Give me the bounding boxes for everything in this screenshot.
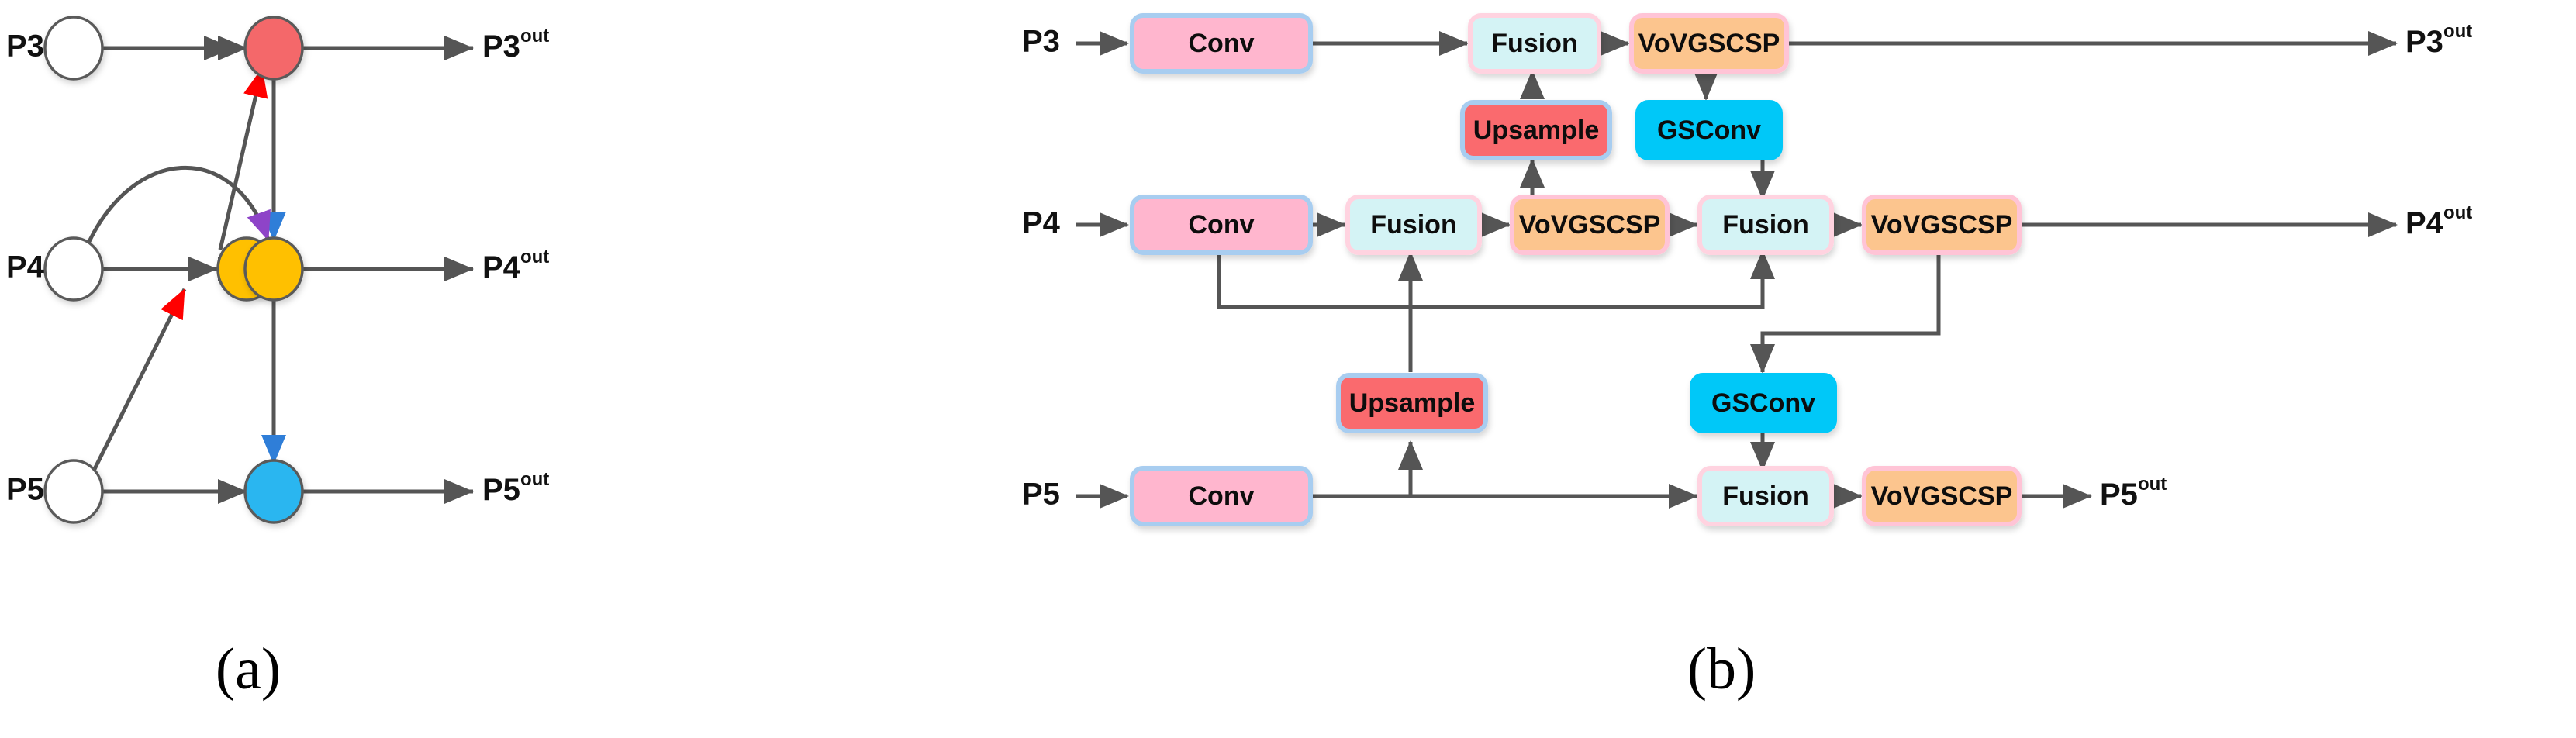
node-p3-output[interactable] xyxy=(243,16,304,81)
block-gsconv-upper-label: GSConv xyxy=(1657,116,1761,145)
label-b-p5-output-sup: out xyxy=(2138,474,2167,495)
block-p4-conv-label: Conv xyxy=(1189,210,1255,240)
block-p4-vovgscsp-1-label: VoVGSCSP xyxy=(1519,210,1661,240)
label-p5-output: P5out xyxy=(482,469,549,506)
panel-a-red-edges xyxy=(89,67,268,477)
block-p4-fusion-1-label: Fusion xyxy=(1370,210,1456,240)
label-p5-input: P5 xyxy=(6,473,44,507)
block-p4-fusion-2-label: Fusion xyxy=(1722,210,1808,240)
block-p3-conv[interactable]: Conv xyxy=(1130,13,1313,74)
block-p5-conv-label: Conv xyxy=(1189,481,1255,511)
block-p5-vovgscsp-label: VoVGSCSP xyxy=(1871,481,2013,511)
edge-b-p4conv-skip-to-fusion2 xyxy=(1217,249,1775,309)
panel-b-canvas: Conv Fusion VoVGSCSP Upsample xyxy=(1022,13,2472,526)
block-p5-fusion[interactable]: Fusion xyxy=(1697,466,1834,526)
block-p3-conv-label: Conv xyxy=(1189,29,1255,58)
panel-b-labels: P3 P4 P5 P3out P4out P5out xyxy=(1022,21,2472,511)
label-b-p4-output-base: P4 xyxy=(2405,206,2444,240)
label-b-p3-output-base: P3 xyxy=(2405,25,2443,59)
block-p4-conv[interactable]: Conv xyxy=(1130,195,1313,255)
panel-b: Conv Fusion VoVGSCSP Upsample xyxy=(1008,0,2576,738)
panel-a-nodes xyxy=(43,16,304,524)
edge-p5in-to-p4mid-red xyxy=(89,288,187,477)
node-p4-output[interactable] xyxy=(243,236,304,302)
block-p4-fusion-1[interactable]: Fusion xyxy=(1345,195,1482,255)
label-p4-output-base: P4 xyxy=(482,250,521,285)
label-b-p5-output: P5out xyxy=(2100,474,2167,511)
label-p3-output-base: P3 xyxy=(482,29,520,64)
label-b-p3-input: P3 xyxy=(1022,25,1060,59)
label-b-p5-output-base: P5 xyxy=(2100,478,2138,512)
block-upsample-upper-label: Upsample xyxy=(1473,116,1600,145)
edge-b-p4vov2-skip-to-gsconv2 xyxy=(1750,253,1941,374)
block-p4-vovgscsp-1[interactable]: VoVGSCSP xyxy=(1510,195,1670,255)
block-gsconv-lower[interactable]: GSConv xyxy=(1690,373,1837,433)
block-upsample-lower[interactable]: Upsample xyxy=(1336,373,1488,433)
label-b-p4-output: P4out xyxy=(2405,202,2472,240)
label-p3-output: P3out xyxy=(482,26,549,63)
block-p4-fusion-2[interactable]: Fusion xyxy=(1697,195,1834,255)
block-gsconv-lower-label: GSConv xyxy=(1711,388,1815,418)
node-p5-output[interactable] xyxy=(243,459,304,524)
label-b-p4-input: P4 xyxy=(1022,206,1061,240)
block-gsconv-upper[interactable]: GSConv xyxy=(1635,100,1783,160)
panel-a-canvas: P3 P4 P5 P3out P4out P5out xyxy=(6,16,549,524)
block-upsample-upper[interactable]: Upsample xyxy=(1460,100,1612,160)
block-upsample-lower-label: Upsample xyxy=(1349,388,1476,418)
block-p5-vovgscsp[interactable]: VoVGSCSP xyxy=(1862,466,2022,526)
label-b-p5-input: P5 xyxy=(1022,478,1060,512)
node-p3-input[interactable] xyxy=(43,16,104,81)
panel-b-blocks: Conv Fusion VoVGSCSP Upsample xyxy=(1130,13,2022,526)
label-b-p3-output-sup: out xyxy=(2443,21,2472,42)
label-p5-output-base: P5 xyxy=(482,473,520,507)
edge-p4in-to-p4outnode-purple xyxy=(85,165,271,248)
panel-a-caption: (a) xyxy=(215,636,281,702)
block-p4-vovgscsp-2-label: VoVGSCSP xyxy=(1871,210,2013,240)
label-b-p3-output: P3out xyxy=(2405,21,2472,58)
panel-a: P3 P4 P5 P3out P4out P5out (a) xyxy=(0,0,1008,738)
label-b-p4-output-sup: out xyxy=(2443,202,2472,223)
label-p4-output: P4out xyxy=(482,247,549,284)
label-p3-input: P3 xyxy=(6,29,44,64)
label-p3-output-sup: out xyxy=(520,26,549,47)
block-p3-vovgscsp[interactable]: VoVGSCSP xyxy=(1629,13,1789,74)
label-p5-output-sup: out xyxy=(520,469,549,490)
panel-b-caption: (b) xyxy=(1687,636,1756,702)
label-p4-output-sup: out xyxy=(520,247,549,267)
block-p3-vovgscsp-label: VoVGSCSP xyxy=(1638,29,1780,58)
block-p5-fusion-label: Fusion xyxy=(1722,481,1808,511)
edge-p4mid-to-p3outnode-red xyxy=(218,67,268,250)
block-p4-vovgscsp-2[interactable]: VoVGSCSP xyxy=(1862,195,2022,255)
block-p3-fusion-label: Fusion xyxy=(1491,29,1577,58)
label-p4-input: P4 xyxy=(6,250,45,285)
node-p5-input[interactable] xyxy=(43,459,104,524)
block-p3-fusion[interactable]: Fusion xyxy=(1468,13,1601,74)
node-p4-input[interactable] xyxy=(43,236,104,302)
block-p5-conv[interactable]: Conv xyxy=(1130,466,1313,526)
panel-a-labels: P3 P4 P5 P3out P4out P5out xyxy=(6,26,549,506)
panel-a-purple-edge xyxy=(85,165,271,248)
